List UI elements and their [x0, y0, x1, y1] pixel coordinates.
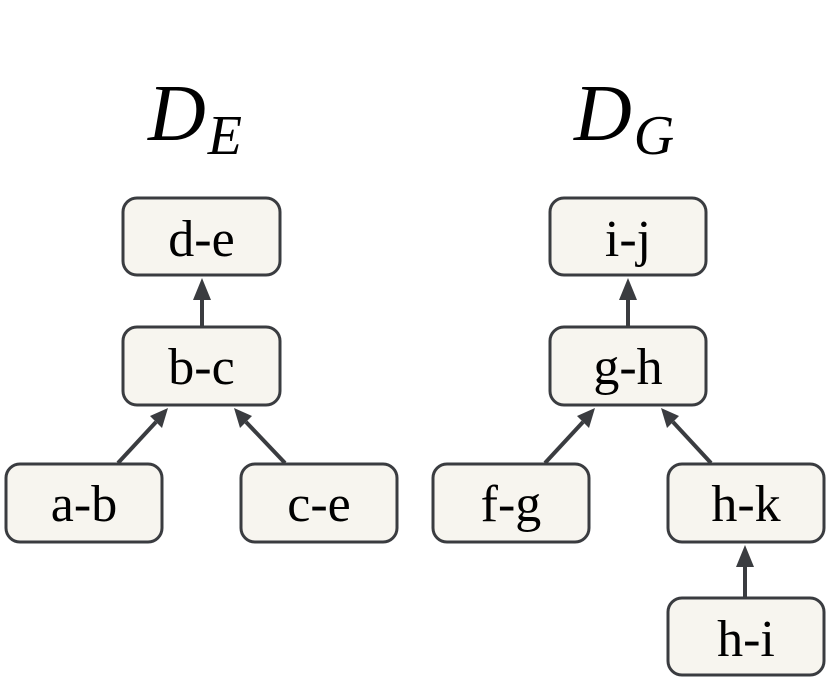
node-label: b-c: [168, 339, 234, 396]
node-f-g: f-g: [431, 462, 591, 544]
node-label: a-b: [51, 476, 117, 533]
edge-gh-to-ij: [619, 278, 637, 326]
node-label: h-k: [711, 476, 780, 533]
node-a-b: a-b: [4, 462, 164, 544]
edge-ab-to-bc: [116, 408, 168, 465]
edge-hi-to-hk: [736, 545, 754, 597]
edges-d-g: [543, 278, 754, 597]
node-label: g-h: [593, 339, 662, 396]
node-b-c: b-c: [121, 325, 282, 407]
edges-d-e: [116, 278, 287, 465]
node-d-e: d-e: [121, 196, 282, 277]
node-label: h-i: [717, 611, 775, 668]
node-c-e: c-e: [239, 462, 399, 544]
diagram-title-d-e: DE: [147, 70, 242, 167]
node-label: f-g: [481, 476, 542, 533]
node-i-j: i-j: [548, 196, 708, 277]
node-h-i: h-i: [666, 596, 826, 677]
node-label: d-e: [168, 211, 234, 268]
node-g-h: g-h: [548, 325, 708, 407]
edge-bc-to-de: [193, 278, 211, 326]
edge-ce-to-bc: [234, 408, 287, 465]
edge-fg-to-gh: [543, 408, 595, 465]
title-main-letter: D: [147, 70, 206, 158]
title-main-letter: D: [573, 70, 632, 158]
node-label: c-e: [287, 476, 350, 533]
diagram-d-g: DG i-j g-h: [431, 70, 826, 677]
node-h-k: h-k: [666, 462, 826, 544]
title-subscript: E: [207, 105, 242, 167]
diagram-title-d-g: DG: [573, 70, 674, 167]
title-subscript: G: [634, 105, 674, 167]
diagram-d-e: DE d-e b-c a-b: [4, 70, 399, 544]
edge-hk-to-gh: [661, 408, 713, 465]
node-label: i-j: [605, 211, 651, 268]
